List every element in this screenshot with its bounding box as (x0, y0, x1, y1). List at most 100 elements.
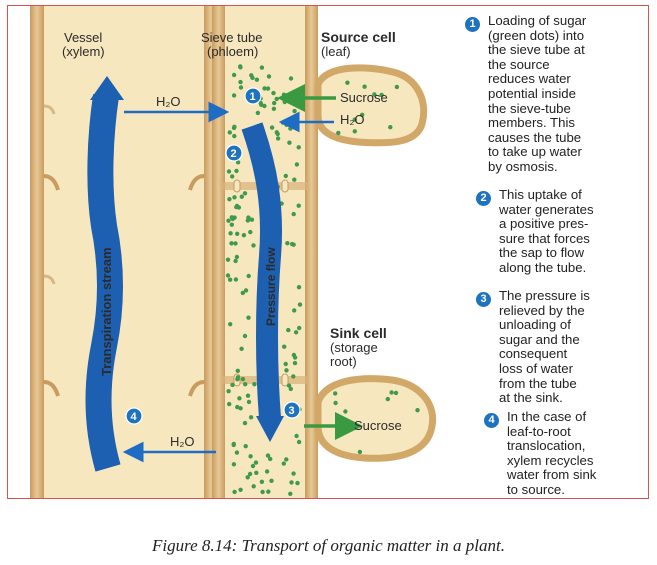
sugar-dot (234, 254, 240, 260)
sugar-dot (254, 470, 259, 475)
sugar-dot (259, 65, 265, 70)
sugar-dot (388, 125, 393, 130)
sugar-dot (246, 273, 251, 279)
sugar-dot (281, 461, 286, 466)
sugar-dot (291, 374, 296, 379)
diagram-badge-4: 4 (125, 407, 143, 425)
step-badge-4: 4 (484, 413, 499, 428)
sugar-dot (296, 145, 301, 150)
sugar-dot (415, 408, 420, 413)
sugar-dot (240, 376, 246, 382)
sugar-dot (266, 489, 271, 494)
sugar-dot (297, 302, 303, 307)
sugar-dot (248, 454, 253, 459)
sugar-dot (275, 136, 281, 141)
sugar-dot (242, 191, 248, 196)
sugar-dot (250, 75, 255, 81)
sugar-dot (248, 415, 254, 420)
sugar-dot (286, 383, 292, 388)
sugar-dot (225, 273, 231, 278)
pressure-flow-label: Pressure flow (264, 247, 278, 326)
sugar-dot (247, 471, 253, 477)
water-label-bottom: H₂O (170, 434, 195, 449)
sink-cell-sublabel-1: (storage (330, 340, 378, 355)
sugar-dot (233, 277, 239, 282)
sugar-dot (297, 325, 302, 331)
sugar-dot (265, 453, 271, 458)
sugar-dot (291, 211, 296, 217)
sugar-dot (235, 368, 240, 373)
sugar-dot (249, 217, 255, 222)
sugar-dot (232, 215, 237, 220)
sugar-dots-source (336, 80, 400, 136)
sugar-dot (285, 241, 290, 246)
sugar-dot (231, 93, 237, 98)
sugar-dot (251, 484, 256, 489)
sugar-dot (291, 471, 296, 476)
sugar-dot (243, 444, 248, 449)
figure-frame: Transpiration stream Pressure flow Vesse… (7, 5, 649, 499)
sugar-dot (283, 361, 288, 367)
sugar-dot (248, 229, 253, 235)
source-cell-label: Source cell (321, 29, 396, 45)
sugar-dot (272, 100, 277, 106)
sugar-dot (262, 86, 267, 91)
sugar-dot (238, 85, 244, 90)
sugar-dot (292, 360, 298, 366)
sugar-dot (238, 79, 243, 85)
vessel-sublabel: (xylem) (62, 44, 105, 59)
sugar-dot (231, 442, 236, 448)
sugar-dot (284, 368, 289, 373)
sugar-dot (274, 96, 279, 102)
sugar-dot (243, 288, 249, 293)
transport-diagram: Transpiration stream Pressure flow Vesse… (8, 6, 648, 498)
sugar-dot (296, 285, 302, 290)
sugar-dot (226, 389, 231, 394)
sugar-dot (293, 330, 299, 335)
transpiration-stream-label: Transpiration stream (99, 247, 114, 376)
svg-text:1: 1 (250, 91, 256, 103)
sugar-dot (242, 333, 248, 339)
sugar-dot (245, 475, 250, 480)
sugar-dot (260, 489, 265, 495)
sucrose-label-sink: Sucrose (354, 418, 402, 433)
sugar-dot (225, 257, 231, 262)
sugar-dot (250, 463, 256, 469)
sugar-dot (394, 84, 400, 90)
sugar-dot (235, 375, 241, 380)
sugar-dot (393, 390, 399, 396)
sugar-dot (228, 322, 233, 327)
sugar-dot (239, 194, 244, 199)
sugar-dot (288, 386, 293, 392)
sugar-dot (254, 77, 260, 82)
sugar-dot (238, 406, 243, 411)
sugar-dot (253, 460, 259, 465)
sugar-dot (345, 80, 350, 85)
sugar-dot (283, 173, 288, 179)
sugar-dot (292, 108, 297, 114)
sugar-dot (264, 469, 270, 474)
sugar-dot (252, 382, 257, 387)
sugar-dot (240, 290, 245, 296)
sugar-dot (268, 456, 273, 462)
sugar-dot (231, 72, 237, 78)
sugar-dot (226, 169, 232, 174)
sugar-dot (242, 420, 248, 426)
xylem-vessel (30, 6, 218, 498)
sugar-dot (360, 112, 365, 118)
sugar-dot (343, 409, 348, 414)
sugar-dot (251, 243, 256, 248)
water-label-top-right: H₂O (340, 112, 365, 127)
sugar-dot (258, 100, 263, 106)
sugar-dot (352, 117, 357, 122)
sugar-dot (234, 204, 239, 210)
sugar-dot (226, 218, 231, 223)
sucrose-label-source: Sucrose (340, 90, 388, 105)
sugar-dot (282, 99, 287, 105)
svg-text:3: 3 (289, 405, 295, 417)
sugar-dot (269, 478, 274, 483)
sugar-dot (233, 258, 238, 264)
sugar-dot (333, 400, 338, 406)
sugar-dot (352, 129, 357, 134)
